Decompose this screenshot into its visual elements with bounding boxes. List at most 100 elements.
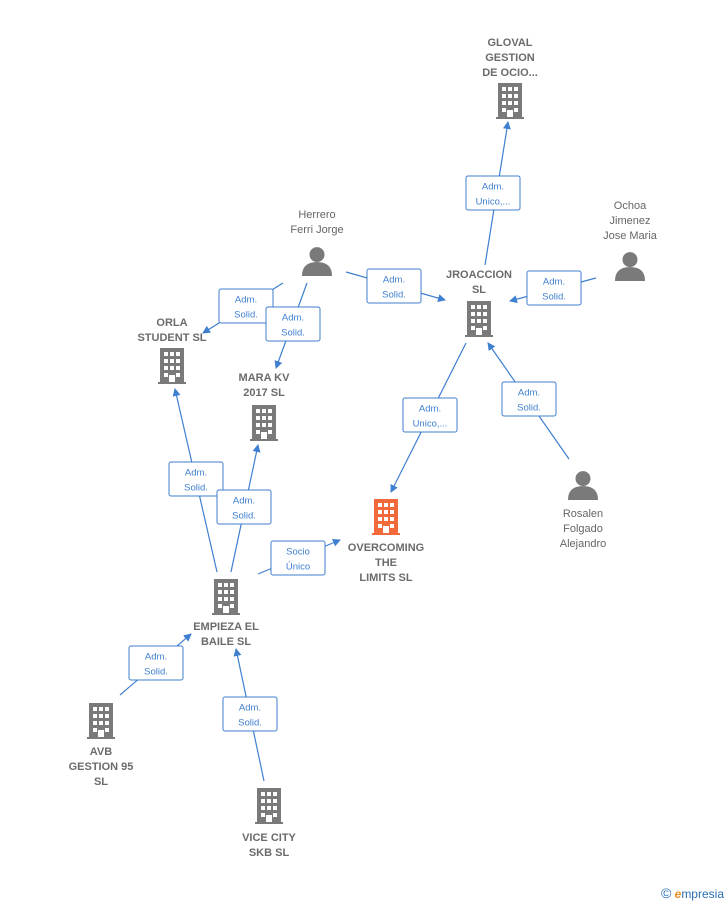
node-label-line[interactable]: Jimenez [610, 215, 651, 227]
edge-jro-gloval: Adm. Unico,... [465, 121, 521, 266]
edge-label-line: Solid. [281, 328, 305, 339]
edge-label-box[interactable] [465, 175, 521, 211]
brand-logo-e: e [674, 887, 682, 901]
edge-label-line: Solid. [184, 483, 208, 494]
edge-label-line: Adm. [282, 313, 304, 324]
edge-label-line: Adm. [239, 703, 261, 714]
person-icon[interactable] [615, 252, 645, 281]
edge-label-box[interactable] [218, 288, 274, 324]
building-icon[interactable] [496, 83, 524, 119]
node-label-line[interactable]: Ferri Jorge [290, 224, 343, 236]
node-label-line[interactable]: STUDENT SL [137, 332, 206, 344]
edge-avb-empieza: Adm. Solid. [119, 633, 192, 696]
node-label-line[interactable]: ORLA [156, 317, 187, 329]
node-marakv[interactable]: MARA KV 2017 SL [239, 372, 291, 441]
edge-herrero-jro: Adm. Solid. [345, 268, 446, 304]
edge-vice-empieza: Adm. Solid. [222, 648, 278, 782]
node-jroaccion[interactable]: JROACCION SL [446, 269, 512, 337]
edge-label-line: Solid. [542, 292, 566, 303]
edge-label-line: Adm. [419, 404, 441, 415]
edge-label-line: Solid. [144, 667, 168, 678]
edge-label-box[interactable] [216, 489, 272, 525]
edge-label-box[interactable] [168, 461, 224, 497]
building-icon[interactable] [212, 579, 240, 615]
node-label-line[interactable]: LIMITS SL [359, 572, 412, 584]
node-label-line[interactable]: Rosalen [563, 508, 603, 520]
edge-herrero-orla: Adm. Solid. [202, 282, 284, 334]
edge-label-line: Socio [286, 547, 310, 558]
node-label-line[interactable]: Ochoa [614, 200, 647, 212]
person-icon[interactable] [568, 471, 598, 500]
edge-label-box[interactable] [265, 306, 321, 342]
edge-label-line: Unico,... [476, 197, 511, 208]
edge-label-box[interactable] [128, 645, 184, 681]
node-label-line[interactable]: MARA KV [239, 372, 291, 384]
node-overcoming[interactable]: OVERCOMING THE LIMITS SL [348, 499, 424, 584]
edge-label-line: Adm. [233, 496, 255, 507]
edge-label-box[interactable] [501, 381, 557, 417]
node-empieza[interactable]: EMPIEZA EL BAILE SL [193, 579, 259, 648]
edge-label-line: Solid. [234, 310, 258, 321]
edge-rosalen-jro: Adm. Solid. [487, 342, 570, 460]
building-icon[interactable] [250, 405, 278, 441]
building-icon[interactable] [372, 499, 400, 535]
edge-ochoa-jro: Adm.Solid. [509, 270, 597, 306]
node-label-line[interactable]: GESTION 95 [69, 761, 134, 773]
node-label-line[interactable]: SL [472, 284, 486, 296]
edge-label-line: Adm. [235, 295, 257, 306]
edge-label-line: Adm. [482, 182, 504, 193]
edge-label-box[interactable] [222, 696, 278, 732]
node-label-line[interactable]: JROACCION [446, 269, 512, 281]
edge-label-line: Solid. [232, 511, 256, 522]
building-icon[interactable] [158, 348, 186, 384]
node-label-line[interactable]: SL [94, 776, 108, 788]
node-label-line[interactable]: AVB [90, 746, 112, 758]
edge-label-line: Único [286, 562, 310, 573]
edge-jro-overcoming: Adm. Unico,... [390, 342, 467, 493]
building-icon[interactable] [255, 788, 283, 824]
edge-label-line: Solid. [238, 718, 262, 729]
edge-label-line: Solid. [517, 403, 541, 414]
building-icon[interactable] [87, 703, 115, 739]
node-label-line[interactable]: SKB SL [249, 847, 290, 859]
node-label-line[interactable]: DE OCIO... [482, 67, 538, 79]
node-label-line[interactable]: 2017 SL [243, 387, 285, 399]
edge-label-line: Solid. [382, 290, 406, 301]
node-avb[interactable]: AVB GESTION 95 SL [69, 703, 134, 788]
person-icon[interactable] [302, 247, 332, 276]
copyright-icon: © [660, 885, 672, 901]
edge-label-line: Adm. [185, 468, 207, 479]
node-label-line[interactable]: BAILE SL [201, 636, 251, 648]
edge-label-box[interactable] [366, 268, 422, 304]
edge-label-box[interactable] [402, 397, 458, 433]
node-label-line[interactable]: OVERCOMING [348, 542, 424, 554]
edge-label-line: Adm. [145, 652, 167, 663]
node-orla[interactable]: ORLA STUDENT SL [137, 317, 207, 384]
edge-label-line: Adm. [383, 275, 405, 286]
node-label-line[interactable]: GESTION [485, 52, 535, 64]
edge-empieza-mara: Adm. Solid. [216, 444, 272, 573]
node-vicecity[interactable]: VICE CITY SKB SL [242, 788, 297, 859]
node-label-line[interactable]: GLOVAL [487, 37, 532, 49]
node-label-line[interactable]: THE [375, 557, 397, 569]
node-label-line[interactable]: VICE CITY [242, 832, 296, 844]
edge-label-line: Adm. [518, 388, 540, 399]
edge-label-box[interactable] [526, 270, 582, 306]
node-label-line[interactable]: Alejandro [560, 538, 606, 550]
empresia-watermark[interactable]: © empresia [661, 885, 724, 901]
building-icon[interactable] [465, 301, 493, 337]
node-label-line[interactable]: EMPIEZA EL [193, 621, 259, 633]
node-label-line[interactable]: Folgado [563, 523, 603, 535]
node-label-line[interactable]: Herrero [298, 209, 335, 221]
brand-name: mpresia [681, 887, 724, 901]
edge-label-line: Unico,... [413, 419, 448, 430]
node-gloval[interactable]: GLOVAL GESTION DE OCIO... [482, 37, 538, 119]
edge-label-box[interactable] [270, 540, 326, 576]
node-label-line[interactable]: Jose Maria [603, 230, 658, 242]
